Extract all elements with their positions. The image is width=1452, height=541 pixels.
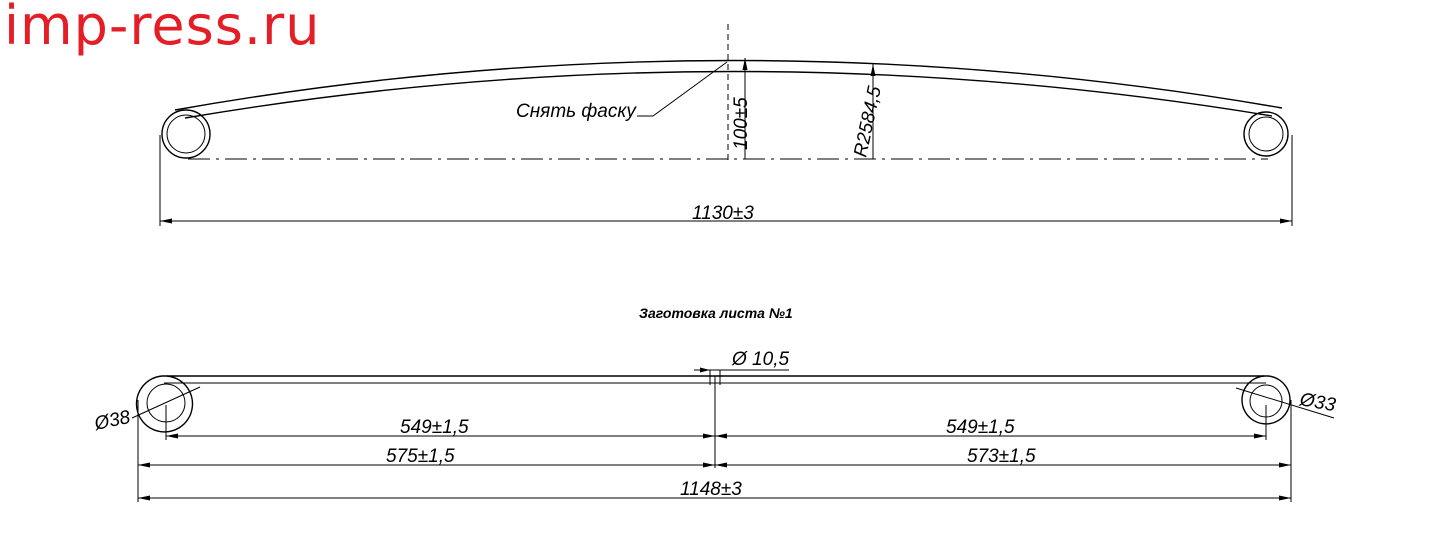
camber-arrow [742,58,748,70]
left-inner-arrow-a [166,433,178,439]
left-eye-label: Ø38 [92,407,133,435]
blank-left-eye-outer [135,375,194,433]
left-eye-outer [161,109,211,159]
left-outer-label: 575±1,5 [386,446,455,467]
left-outer-arrow-a [138,462,150,468]
center-hole-label: Ø 10,5 [731,349,789,370]
left-outer-arrow-b [703,462,715,468]
right-inner-arrow-a [715,433,727,439]
right-eye-inner [1248,116,1284,152]
leaf-lower-edge [184,70,1273,119]
right-outer-arrow-b [1279,462,1291,468]
length-arrow-right [1280,218,1292,224]
radius-label: R2584,5 [850,84,886,159]
radius-arrow [870,64,876,76]
left-inner-arrow-b [703,433,715,439]
leaf-blank-view: Заготовка листа №1 Ø 10,5 Ø38 Ø33 549±1,… [92,305,1338,502]
right-eye-label: Ø33 [1297,389,1337,416]
right-eye-outer [1243,111,1289,157]
left-eye-leader [131,386,201,419]
blank-title: Заготовка листа №1 [639,305,793,321]
blank-length-arrow-left [138,495,150,501]
center-hole-arrow [700,367,710,373]
blank-length-arrow-right [1279,495,1291,501]
chamfer-leader [637,61,728,117]
overall-length-label: 1130±3 [692,203,754,224]
right-inner-label: 549±1,5 [946,417,1015,438]
right-outer-label: 573±1,5 [967,446,1036,467]
blank-overall-length-label: 1148±3 [680,479,742,500]
right-outer-arrow-a [715,462,727,468]
right-inner-arrow-b [1254,433,1266,439]
right-eye-leader [1235,387,1335,419]
left-inner-label: 549±1,5 [400,417,469,438]
length-arrow-left [160,218,172,224]
chamfer-note: Снять фаску [516,101,637,122]
left-eye-inner [166,114,206,154]
leaf-upper-edge [174,59,1283,111]
camber-label: 100±5 [731,97,752,150]
site-watermark: imp-ress.ru [4,0,321,57]
formed-leaf-view: Снять фаску 100±5 R2584,5 1130±3 [159,24,1293,226]
